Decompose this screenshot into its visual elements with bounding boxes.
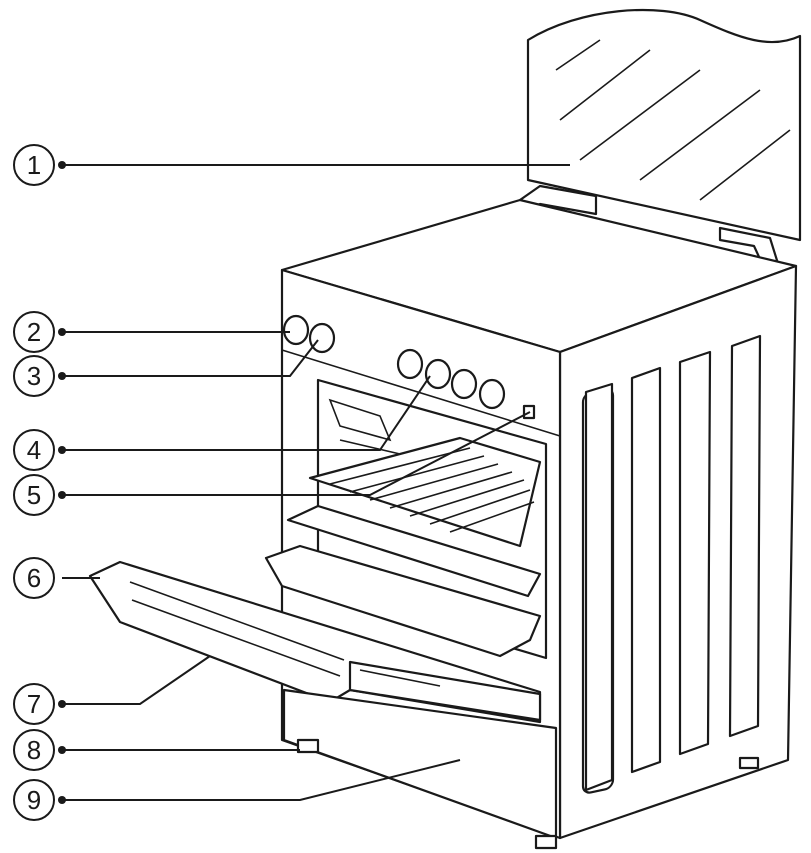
- callout-6: 6: [13, 557, 55, 599]
- callout-9-label: 9: [27, 785, 41, 815]
- callout-7: 7: [13, 683, 55, 725]
- callout-3: 3: [13, 355, 55, 397]
- callout-1: 1: [13, 144, 55, 186]
- glass-lid: [526, 8, 802, 242]
- callout-2: 2: [13, 311, 55, 353]
- callout-8-label: 8: [27, 735, 41, 765]
- callout-6-label: 6: [27, 563, 41, 593]
- wire-rack: [308, 436, 542, 548]
- callout-1-label: 1: [27, 150, 41, 180]
- callout-4: 4: [13, 429, 55, 471]
- adjustable-feet: [296, 738, 760, 850]
- callout-7-label: 7: [27, 689, 41, 719]
- callout-9: 9: [13, 779, 55, 821]
- leader-lines: [58, 161, 570, 804]
- baking-trays: [264, 504, 542, 658]
- control-knobs: [282, 314, 536, 420]
- callout-5: 5: [13, 474, 55, 516]
- side-panel: [558, 264, 798, 840]
- callout-8: 8: [13, 729, 55, 771]
- callout-5-label: 5: [27, 480, 41, 510]
- callout-4-label: 4: [27, 435, 41, 465]
- callout-3-label: 3: [27, 361, 41, 391]
- oven-door: [88, 560, 542, 724]
- callout-2-label: 2: [27, 317, 41, 347]
